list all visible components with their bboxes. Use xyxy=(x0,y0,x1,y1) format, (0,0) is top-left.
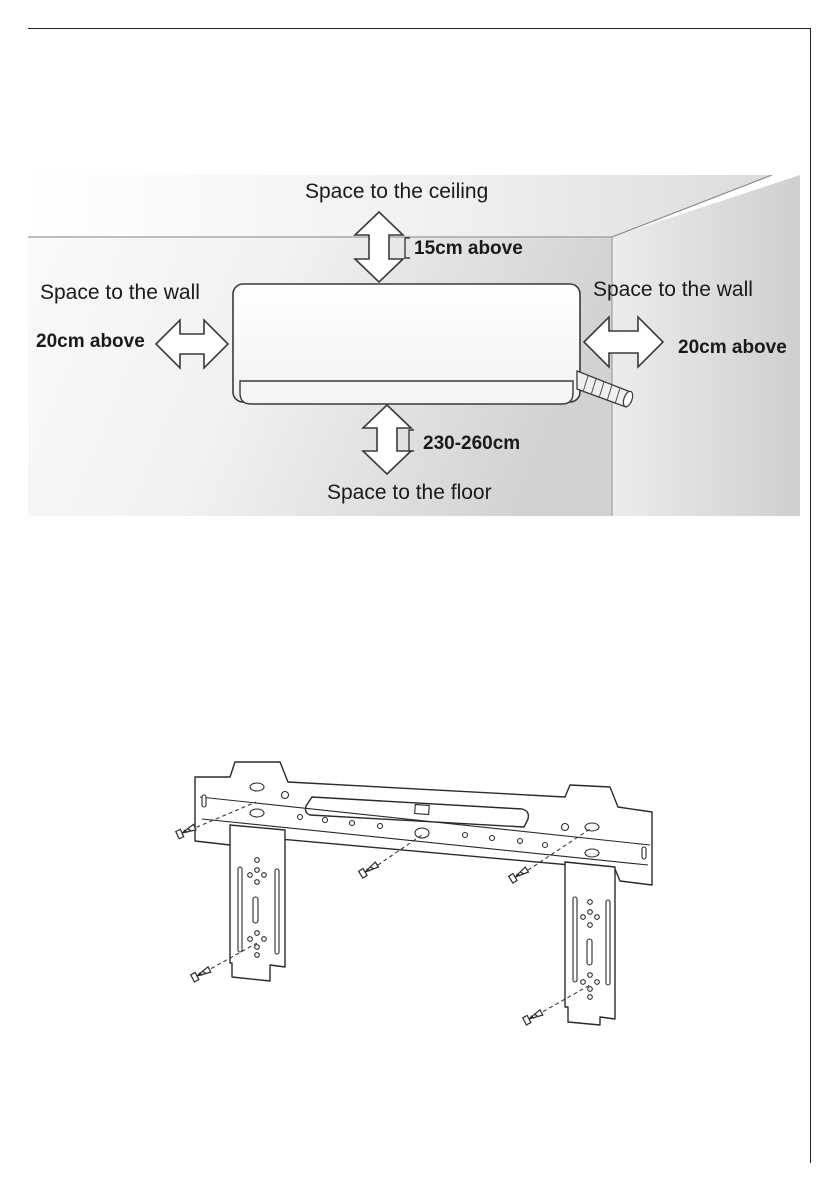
screw-icon xyxy=(359,861,379,878)
screw-icon xyxy=(509,866,529,883)
clearance-diagram: Space to the ceiling 15cm above Space to… xyxy=(28,175,800,516)
ceiling-distance: 15cm above xyxy=(414,239,523,258)
floor-distance: 230-260cm xyxy=(423,434,520,453)
screw-icon xyxy=(523,1009,544,1025)
floor-label: Space to the floor xyxy=(327,482,492,503)
screw-icon xyxy=(191,966,212,982)
mounting-plate xyxy=(160,757,660,1027)
mounting-plate-diagram xyxy=(160,757,660,1027)
left-wall-label: Space to the wall xyxy=(40,282,200,303)
right-wall-label: Space to the wall xyxy=(593,279,753,300)
screw-icon xyxy=(176,823,197,838)
right-wall-distance: 20cm above xyxy=(678,338,787,357)
ceiling-label: Space to the ceiling xyxy=(305,181,488,202)
indoor-unit xyxy=(233,284,634,408)
left-wall-distance: 20cm above xyxy=(36,332,145,351)
